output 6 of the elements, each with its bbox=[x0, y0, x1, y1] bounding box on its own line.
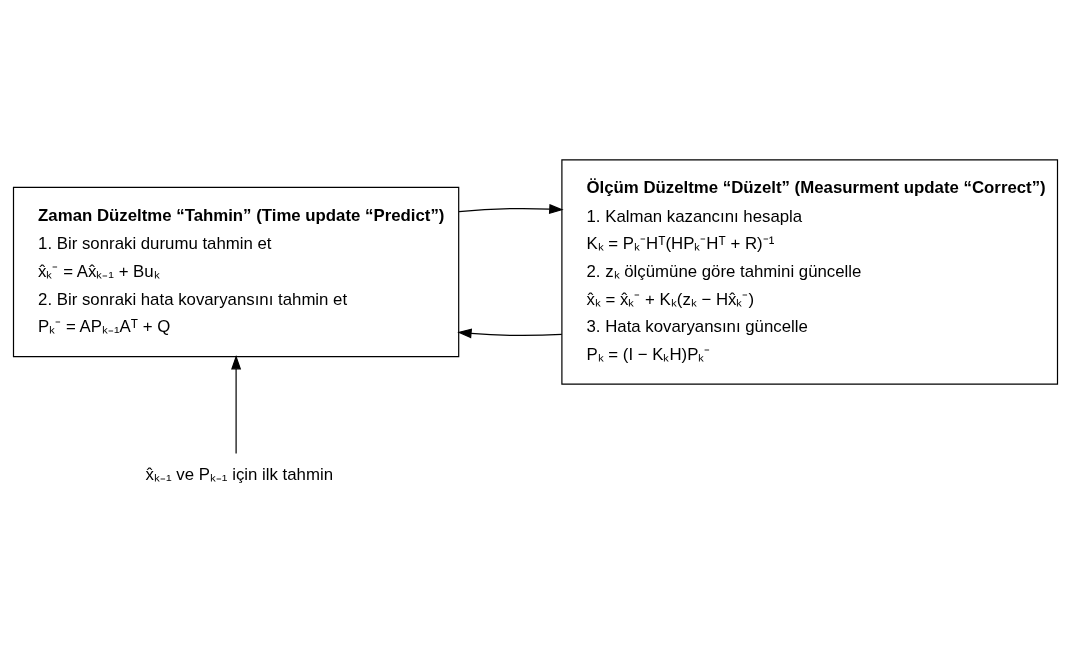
arrow bbox=[458, 204, 564, 215]
node-box: Ölçüm Düzeltme “Düzelt” (Measurment update “Correct”) 1. Kalman kazancını hesapla Kₖ = Pₖ⁻Hᵀ(HPₖ⁻Hᵀ + R)⁻¹ 2. zₖ ölçümüne göre tahmini güncelle x̂ₖ = x̂ₖ⁻ + Kₖ(zₖ − Hx̂ₖ⁻) 3. Hata kovaryansını güncelle Pₖ = (I − KₖH)Pₖ⁻ bbox=[561, 159, 1059, 385]
arrow bbox=[231, 355, 242, 455]
node-box: Zaman Düzeltme “Tahmin” (Time update “Predict”) 1. Bir sonraki durumu tahmin et x̂ₖ⁻ = Ax̂ₖ₋₁ + Buₖ 2. Bir sonraki hata kovaryansını tahmin et Pₖ⁻ = APₖ₋₁Aᵀ + Q bbox=[12, 186, 460, 358]
arrow bbox=[457, 328, 563, 339]
node-text: x̂ₖ₋₁ ve Pₖ₋₁ için ilk tahmin bbox=[145, 465, 333, 485]
